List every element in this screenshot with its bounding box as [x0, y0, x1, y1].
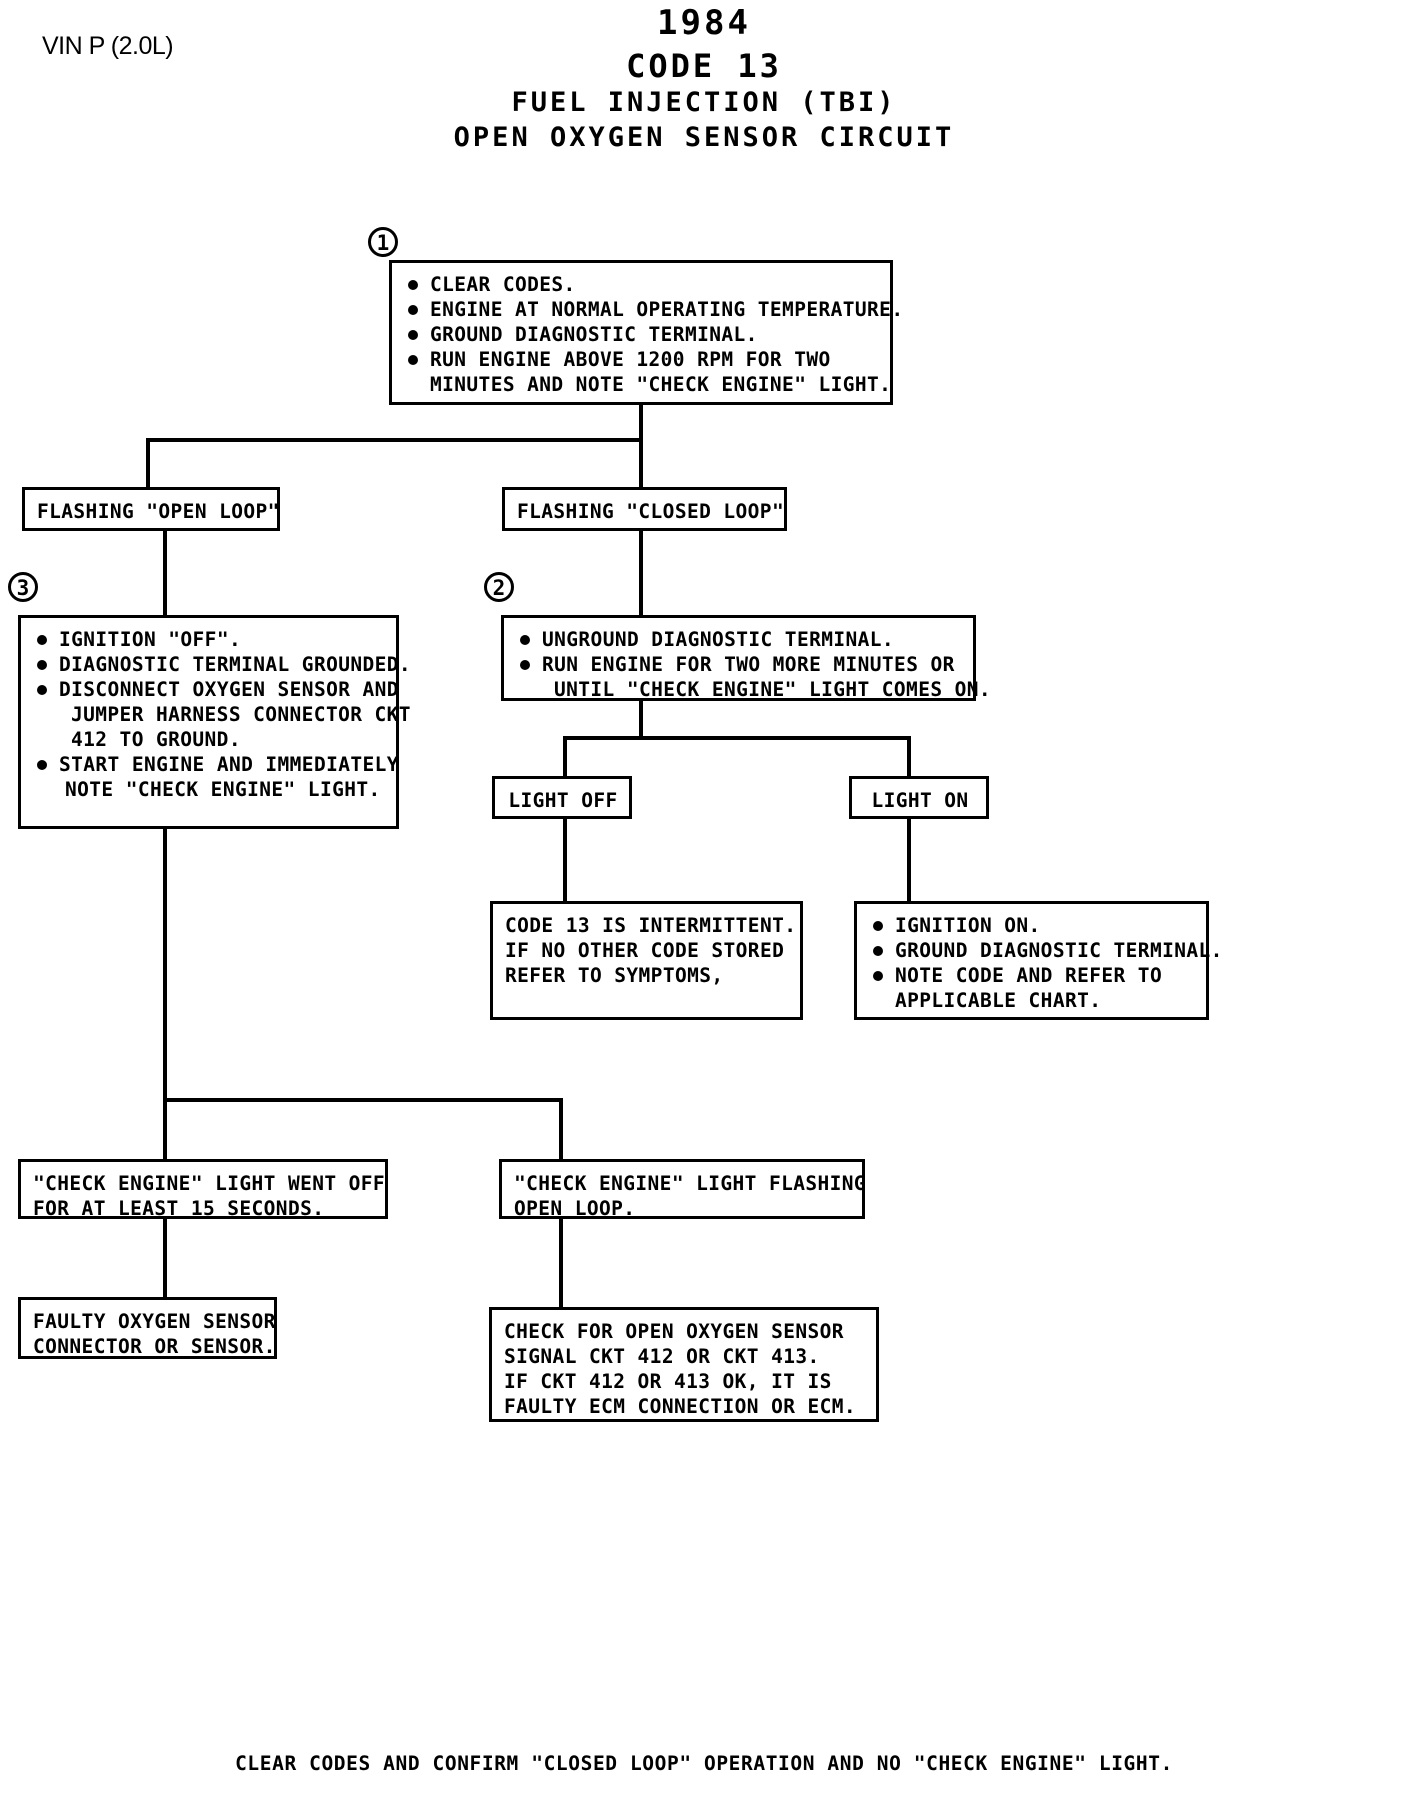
box-step3-line: 412 TO GROUND.: [71, 728, 241, 751]
box-flashing-closed-loop: FLASHING "CLOSED LOOP": [502, 487, 787, 531]
box-went-off-line: FOR AT LEAST 15 SECONDS.: [33, 1197, 325, 1220]
connector-open-loop-to-step3: [163, 530, 167, 616]
box-flashing-open-loop: FLASHING "OPEN LOOP": [22, 487, 280, 531]
box-check-open-line: SIGNAL CKT 412 OR CKT 413.: [504, 1345, 820, 1368]
connector-step2-down: [639, 700, 643, 740]
box-step2-line: UNTIL "CHECK ENGINE" LIGHT COMES ON.: [554, 678, 992, 701]
box-ignition-on-line: NOTE CODE AND REFER TO: [869, 963, 1196, 988]
step-marker-1: 1: [368, 227, 398, 257]
box-light-went-off: "CHECK ENGINE" LIGHT WENT OFF FOR AT LEA…: [18, 1159, 388, 1220]
box-step3: IGNITION "OFF". DIAGNOSTIC TERMINAL GROU…: [18, 615, 411, 829]
box-step3-line: IGNITION "OFF".: [33, 627, 386, 652]
box-ignition-on-line: IGNITION ON.: [869, 913, 1196, 938]
title-fault: OPEN OXYGEN SENSOR CIRCUIT: [453, 122, 955, 154]
connector-light-on-down: [907, 818, 911, 902]
connector-flashing-to-check: [559, 1218, 563, 1308]
box-intermittent-line: CODE 13 IS INTERMITTENT.: [505, 914, 797, 937]
connector-step1-down: [639, 402, 643, 442]
title-system: FUEL INJECTION (TBI): [511, 87, 897, 119]
connector-went-off-to-faulty: [163, 1218, 167, 1298]
box-faulty-sensor: FAULTY OXYGEN SENSOR CONNECTOR OR SENSOR…: [18, 1297, 277, 1359]
connector-light-off-down: [563, 818, 567, 902]
box-step3-line: START ENGINE AND IMMEDIATELY: [33, 752, 399, 777]
connector-closed-loop-to-step2: [639, 530, 643, 616]
box-flashing-open-line: OPEN LOOP.: [514, 1197, 636, 1220]
box-step1-line: ENGINE AT NORMAL OPERATING TEMPERATURE.: [404, 297, 903, 322]
connector-to-closed-loop: [639, 438, 643, 488]
box-light-on: LIGHT ON: [849, 776, 989, 819]
box-went-off-line: "CHECK ENGINE" LIGHT WENT OFF: [33, 1172, 386, 1195]
box-intermittent-line: IF NO OTHER CODE STORED: [505, 939, 785, 962]
connector-to-light-flashing: [559, 1098, 563, 1160]
box-step3-line: DISCONNECT OXYGEN SENSOR AND: [33, 677, 399, 702]
connector-to-light-off: [563, 736, 567, 776]
box-check-open-line: FAULTY ECM CONNECTION OR ECM.: [504, 1395, 857, 1418]
connector-split-top: [146, 438, 643, 442]
step-marker-2: 2: [484, 572, 514, 602]
box-step1-line: CLEAR CODES.: [404, 272, 880, 297]
title-year: 1984: [657, 3, 751, 43]
box-light-flashing-open-loop: "CHECK ENGINE" LIGHT FLASHING OPEN LOOP.: [499, 1159, 867, 1220]
box-step1-line: GROUND DIAGNOSTIC TERMINAL.: [404, 322, 880, 347]
title-block: 1984 CODE 13 FUEL INJECTION (TBI) OPEN O…: [0, 0, 1408, 156]
box-light-off-line: LIGHT OFF: [508, 789, 618, 812]
box-open-loop-line: FLASHING "OPEN LOOP": [37, 500, 280, 523]
box-check-open-line: IF CKT 412 OR 413 OK, IT IS: [504, 1370, 832, 1393]
footer-note: CLEAR CODES AND CONFIRM "CLOSED LOOP" OP…: [235, 1752, 1173, 1775]
box-ignition-on-line: APPLICABLE CHART.: [895, 989, 1102, 1012]
box-step3-line: JUMPER HARNESS CONNECTOR CKT: [71, 703, 411, 726]
box-step3-line: DIAGNOSTIC TERMINAL GROUNDED.: [33, 652, 411, 677]
title-code: CODE 13: [626, 46, 782, 85]
box-code-intermittent: CODE 13 IS INTERMITTENT. IF NO OTHER COD…: [490, 901, 803, 1020]
box-check-open-line: CHECK FOR OPEN OXYGEN SENSOR: [504, 1320, 844, 1343]
box-step2: UNGROUND DIAGNOSTIC TERMINAL. RUN ENGINE…: [501, 615, 992, 701]
connector-to-open-loop: [146, 438, 150, 488]
box-ignition-on: IGNITION ON. GROUND DIAGNOSTIC TERMINAL.…: [854, 901, 1222, 1020]
connector-to-light-went-off: [163, 1098, 167, 1160]
box-step1: CLEAR CODES. ENGINE AT NORMAL OPERATING …: [389, 260, 903, 405]
connector-to-light-on: [907, 736, 911, 776]
box-step2-line: UNGROUND DIAGNOSTIC TERMINAL.: [516, 627, 963, 652]
vin-label: VIN P (2.0L): [42, 32, 174, 60]
box-step1-line: MINUTES AND NOTE "CHECK ENGINE" LIGHT.: [430, 373, 892, 396]
box-step3-line: NOTE "CHECK ENGINE" LIGHT.: [65, 778, 381, 801]
connector-split-bottom: [163, 1098, 563, 1102]
connector-split-light: [563, 736, 911, 740]
box-step1-line: RUN ENGINE ABOVE 1200 RPM FOR TWO: [404, 347, 880, 372]
box-step2-line: RUN ENGINE FOR TWO MORE MINUTES OR: [516, 652, 963, 677]
step-marker-3: 3: [8, 572, 38, 602]
box-faulty-sensor-line: CONNECTOR OR SENSOR.: [33, 1335, 276, 1358]
box-intermittent-line: REFER TO SYMPTOMS,: [505, 964, 724, 987]
box-flashing-open-line: "CHECK ENGINE" LIGHT FLASHING: [514, 1172, 867, 1195]
box-closed-loop-line: FLASHING "CLOSED LOOP": [517, 500, 785, 523]
connector-step3-down: [163, 828, 167, 1100]
box-light-off: LIGHT OFF: [492, 776, 632, 819]
box-ignition-on-line: GROUND DIAGNOSTIC TERMINAL.: [869, 938, 1222, 963]
box-light-on-line: LIGHT ON: [871, 789, 969, 812]
box-check-open-sensor: CHECK FOR OPEN OXYGEN SENSOR SIGNAL CKT …: [489, 1307, 879, 1422]
box-faulty-sensor-line: FAULTY OXYGEN SENSOR: [33, 1310, 276, 1333]
